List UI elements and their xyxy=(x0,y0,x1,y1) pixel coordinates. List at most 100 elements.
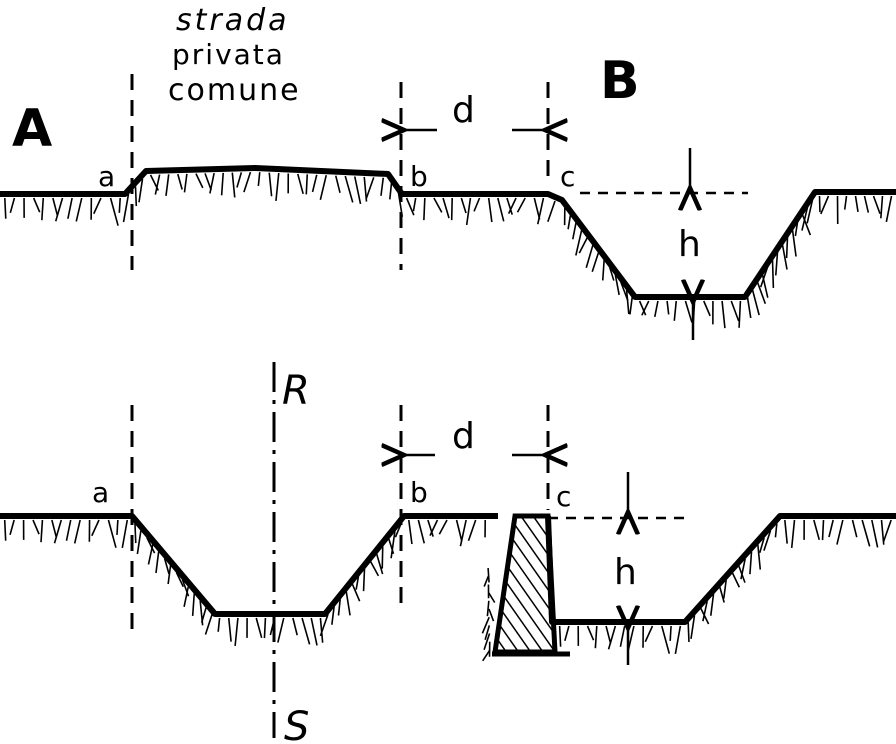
soil-hatch-stroke xyxy=(344,175,354,203)
soil-hatch-stroke xyxy=(134,186,138,207)
soil-hatch-stroke xyxy=(175,572,185,588)
soil-hatch-stroke xyxy=(407,519,413,545)
soil-hatch-stroke xyxy=(122,194,130,223)
soil-hatch-stroke xyxy=(821,519,825,541)
soil-hatch-stroke xyxy=(3,519,7,541)
soil-hatch-stroke xyxy=(217,617,221,632)
soil-hatch-stroke xyxy=(9,197,16,214)
soil-hatch-stroke xyxy=(375,553,384,575)
soil-hatch-stroke xyxy=(483,575,490,587)
bottom-height-label: h xyxy=(614,552,637,593)
soil-hatch-stroke xyxy=(209,172,215,194)
soil-hatch-stroke xyxy=(784,519,788,544)
soil-hatch-stroke xyxy=(482,649,491,662)
soil-hatch-stroke xyxy=(405,197,415,216)
soil-hatch-stroke xyxy=(653,300,659,318)
soil-hatch-stroke xyxy=(756,281,767,305)
retaining-wall xyxy=(492,513,558,655)
soil-hatch-stroke xyxy=(536,197,545,225)
soil-hatch-stroke xyxy=(644,625,654,643)
soil-hatch-stroke xyxy=(791,229,797,257)
soil-hatch-stroke xyxy=(673,300,678,321)
soil-hatch-stroke xyxy=(334,175,341,194)
soil-hatch-stroke xyxy=(231,172,236,198)
soil-hatch-stroke xyxy=(533,197,541,220)
bottom-soil-hatching xyxy=(3,519,892,662)
soil-hatch-stroke xyxy=(473,197,481,212)
soil-hatch-stroke xyxy=(481,616,490,634)
soil-hatch-stroke xyxy=(390,531,396,559)
soil-hatch-stroke xyxy=(467,519,477,541)
soil-hatch-stroke xyxy=(351,583,361,602)
soil-hatch-stroke xyxy=(134,523,137,544)
soil-hatch-stroke xyxy=(200,607,207,623)
soil-hatch-stroke xyxy=(183,173,188,193)
soil-hatch-stroke xyxy=(719,586,725,603)
soil-hatch-stroke xyxy=(851,519,858,538)
top-point-b: b xyxy=(410,160,428,193)
soil-hatch-stroke xyxy=(236,172,243,188)
soil-hatch-stroke xyxy=(136,530,142,555)
soil-hatch-stroke xyxy=(487,568,490,583)
bottom-ground-profile-right xyxy=(545,513,896,625)
soil-hatch-stroke xyxy=(483,633,491,651)
soil-hatch-stroke xyxy=(625,289,630,315)
soil-hatch-stroke xyxy=(109,197,119,226)
bottom-point-a: a xyxy=(92,476,109,509)
soil-hatch-stroke xyxy=(547,200,556,222)
soil-hatch-stroke xyxy=(781,244,788,270)
soil-hatch-stroke xyxy=(638,300,647,316)
soil-hatch-stroke xyxy=(345,591,351,616)
soil-hatch-stroke xyxy=(774,523,778,538)
soil-hatch-stroke xyxy=(65,519,72,541)
soil-hatch-stroke xyxy=(487,592,496,603)
soil-hatch-stroke xyxy=(429,519,439,536)
soil-hatch-stroke xyxy=(801,207,809,231)
soil-hatch-stroke xyxy=(455,519,463,542)
soil-hatch-stroke xyxy=(585,244,594,268)
soil-hatch-stroke xyxy=(730,300,740,322)
soil-hatch-stroke xyxy=(52,197,59,216)
soil-hatch-stroke xyxy=(146,537,156,554)
soil-hatch-stroke xyxy=(191,593,196,616)
soil-hatch-stroke xyxy=(813,519,821,541)
label-S: S xyxy=(284,704,309,744)
soil-hatch-stroke xyxy=(828,519,834,538)
soil-hatch-stroke xyxy=(774,252,779,276)
soil-hatch-stroke xyxy=(759,266,769,288)
soil-hatch-stroke xyxy=(586,625,595,641)
top-point-a: a xyxy=(98,160,115,193)
soil-hatch-stroke xyxy=(4,197,7,219)
soil-hatch-stroke xyxy=(292,617,298,636)
soil-hatch-stroke xyxy=(709,594,715,616)
soil-hatch-stroke xyxy=(614,274,620,296)
soil-hatch-stroke xyxy=(319,175,328,200)
soil-hatch-stroke xyxy=(564,625,570,642)
soil-hatch-stroke xyxy=(578,237,588,254)
soil-hatch-stroke xyxy=(459,519,467,547)
bottom-distance-label: d xyxy=(452,416,475,457)
soil-hatch-stroke xyxy=(355,576,360,590)
soil-hatch-stroke xyxy=(163,558,170,575)
bottom-point-b: b xyxy=(410,476,428,509)
soil-hatch-stroke xyxy=(75,197,83,222)
soil-hatch-stroke xyxy=(627,625,635,650)
soil-hatch-stroke xyxy=(204,614,213,635)
soil-hatch-stroke xyxy=(275,172,280,202)
soil-hatch-stroke xyxy=(690,615,696,639)
soil-hatch-stroke xyxy=(487,197,493,223)
soil-hatch-stroke xyxy=(794,222,799,237)
soil-hatch-stroke xyxy=(749,551,753,575)
soil-hatch-stroke xyxy=(263,617,267,639)
soil-hatch-stroke xyxy=(757,544,762,570)
soil-hatch-stroke xyxy=(311,174,318,193)
soil-hatch-stroke xyxy=(702,601,708,622)
soil-hatch-stroke xyxy=(661,625,671,654)
road-label-line-3: comune xyxy=(168,73,301,108)
soil-hatch-stroke xyxy=(601,259,605,281)
soil-hatch-stroke xyxy=(32,197,41,213)
top-section: A B strada privata comune a b c d h xyxy=(0,3,896,340)
soil-hatch-stroke xyxy=(488,608,495,622)
soil-hatch-stroke xyxy=(629,297,633,315)
